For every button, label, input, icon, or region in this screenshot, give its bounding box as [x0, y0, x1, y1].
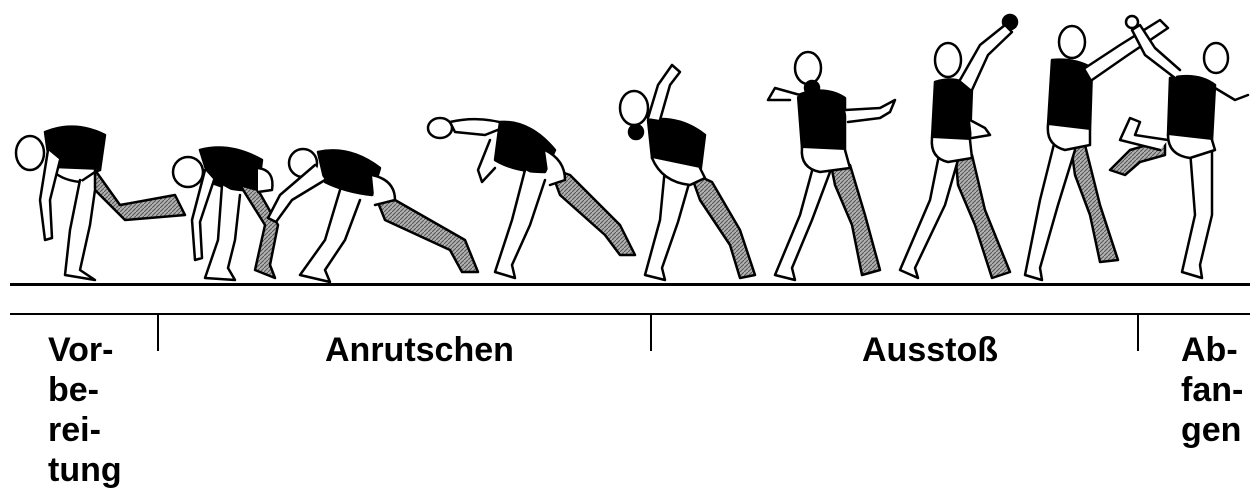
- athlete-figure-3: [266, 147, 480, 284]
- ground-line: [10, 283, 1250, 286]
- phase-label-recovery: Ab- fan- gen: [1181, 330, 1250, 450]
- phase-label-line: be-: [48, 371, 99, 409]
- phase-label-preparation: Vor- be- rei- tung: [48, 330, 138, 490]
- phase-label-line: tung: [48, 451, 122, 489]
- phase-divider-tick: [1137, 313, 1139, 351]
- athlete-figure-2: [171, 146, 280, 282]
- phase-timeline: [10, 313, 1250, 315]
- athlete-figure-7: [898, 13, 1019, 280]
- athlete-figure-4: [426, 116, 637, 280]
- athlete-figure-1: [14, 125, 187, 282]
- phase-divider-tick: [157, 313, 159, 351]
- phase-divider-tick: [650, 313, 652, 351]
- phase-label-thrust: Ausstoß: [862, 331, 998, 369]
- athlete-figure-6: [766, 50, 897, 282]
- phase-label-line: Vor-: [48, 331, 114, 369]
- athlete-figure-8: [1023, 18, 1170, 282]
- phase-label-line: gen: [1181, 411, 1242, 449]
- shot-put-sequence-illustration: [14, 13, 1250, 284]
- phase-label-line: Ab-: [1181, 331, 1238, 369]
- phase-label-line: rei-: [48, 411, 101, 449]
- athlete-figure-5: [618, 63, 757, 282]
- athlete-figure-9: [1108, 14, 1250, 280]
- phase-label-line: fan-: [1181, 371, 1244, 409]
- phase-label-glide: Anrutschen: [325, 331, 514, 369]
